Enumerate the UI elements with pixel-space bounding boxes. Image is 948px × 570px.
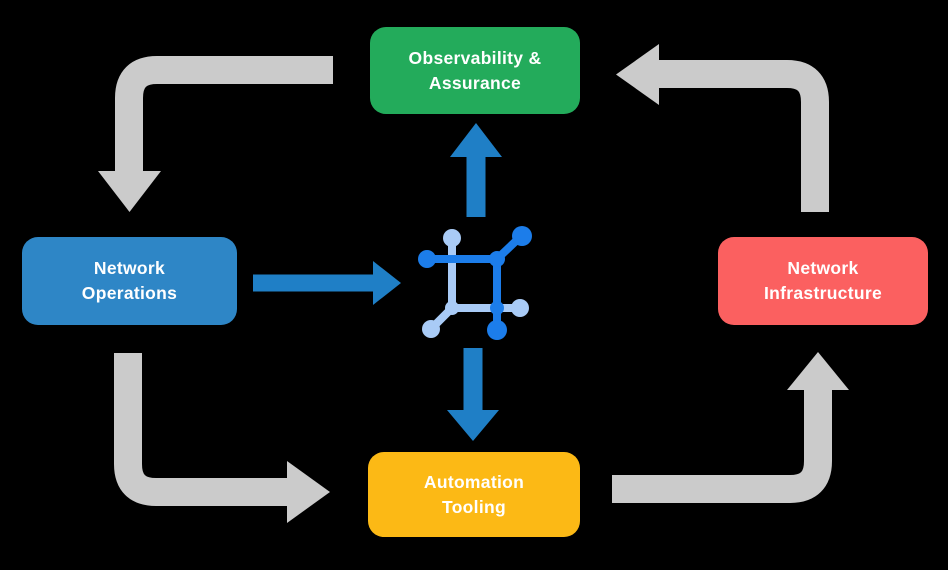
node-label: Observability & Assurance bbox=[408, 47, 542, 93]
arrow-shaft bbox=[115, 56, 333, 172]
arrow-head bbox=[450, 123, 502, 157]
arrow-automation-to-infrastructure bbox=[612, 352, 849, 503]
arrow-head bbox=[447, 410, 499, 441]
node-automation-tooling: Automation Tooling bbox=[368, 452, 580, 537]
arrow-head bbox=[616, 44, 659, 105]
arrow-shaft bbox=[659, 60, 829, 212]
icon-bright-blue-branches bbox=[418, 226, 532, 340]
arrow-head bbox=[787, 352, 849, 390]
node-network-infrastructure: Network Infrastructure bbox=[718, 237, 928, 325]
node-label: Automation Tooling bbox=[423, 471, 525, 517]
node-label: Network Infrastructure bbox=[764, 258, 882, 303]
arrow-head bbox=[287, 461, 330, 523]
arrow-center-to-automation bbox=[447, 348, 499, 441]
arrow-head bbox=[373, 261, 401, 305]
arrow-shaft bbox=[114, 353, 287, 506]
node-observability-assurance: Observability & Assurance bbox=[370, 27, 580, 114]
arrow-observability-to-operations bbox=[98, 56, 333, 212]
arrow-infrastructure-to-observability bbox=[616, 44, 829, 212]
arrow-head bbox=[98, 171, 161, 212]
distributed-network-icon bbox=[418, 226, 532, 340]
node-label: Network Operations bbox=[81, 258, 178, 303]
arrow-center-to-observability bbox=[450, 123, 502, 217]
node-network-operations: Network Operations bbox=[22, 237, 237, 325]
arrow-operations-to-center bbox=[253, 261, 401, 305]
arrow-operations-to-automation bbox=[114, 353, 330, 523]
arrow-shaft bbox=[612, 388, 832, 503]
